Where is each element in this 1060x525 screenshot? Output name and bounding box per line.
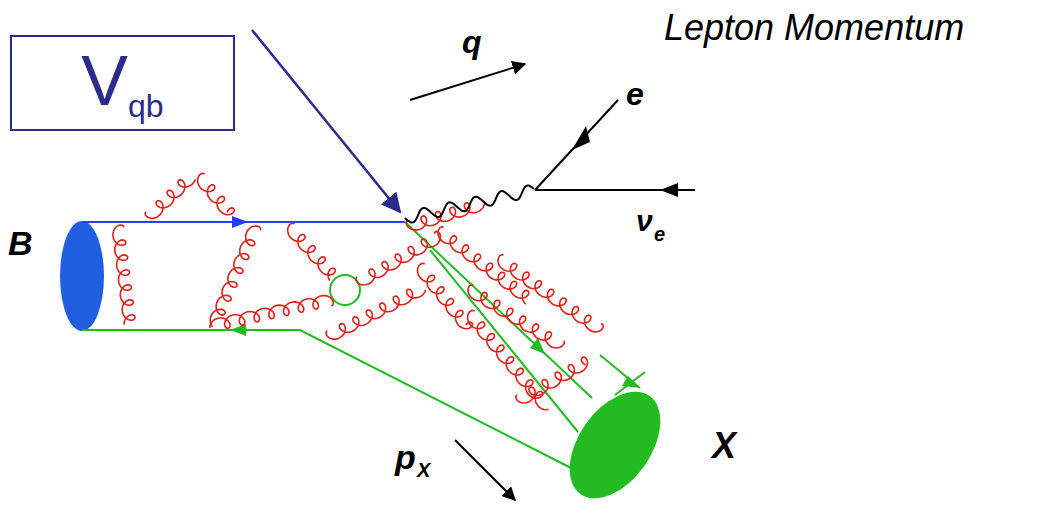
quark-line xyxy=(600,355,640,388)
momentum-arrow xyxy=(455,440,515,500)
momentum-label: q xyxy=(462,26,482,58)
gluon-line xyxy=(198,173,235,214)
subscript-text: qb xyxy=(128,88,164,124)
subscript-label: e xyxy=(654,224,665,244)
quark-line xyxy=(405,222,592,398)
fermion-arrow xyxy=(572,126,590,150)
ckm-box: Vqb xyxy=(10,35,235,131)
w-boson-line xyxy=(405,186,534,223)
momentum-arrow xyxy=(410,64,525,100)
particle-label: B xyxy=(8,226,33,260)
box-text: Vqb xyxy=(81,41,163,125)
b-meson-blob xyxy=(60,221,104,331)
symbol-text: V xyxy=(81,42,128,120)
gluon-line xyxy=(145,179,195,218)
gluon-line xyxy=(418,263,473,328)
subscript-label: X xyxy=(417,460,430,480)
gluon-line xyxy=(516,357,588,403)
particle-label: ν xyxy=(636,206,653,236)
axis-title: Lepton Momentum xyxy=(664,10,964,46)
fermion-arrow xyxy=(230,324,246,336)
leader-arrow xyxy=(252,30,400,212)
x-hadron-blob xyxy=(551,375,679,515)
electron-line xyxy=(535,100,618,190)
gluon-line xyxy=(326,289,426,339)
momentum-label: p xyxy=(395,440,416,474)
gluon-line xyxy=(210,296,333,329)
fermion-arrow xyxy=(660,183,678,197)
gluon-line xyxy=(356,231,441,285)
quark-line xyxy=(615,372,645,395)
gluon-line xyxy=(113,225,135,325)
particle-label: e xyxy=(626,78,644,110)
gluon-line xyxy=(288,223,336,280)
fermion-arrow xyxy=(232,216,248,228)
gluon-line xyxy=(498,255,603,332)
particle-label: X xyxy=(712,428,736,464)
